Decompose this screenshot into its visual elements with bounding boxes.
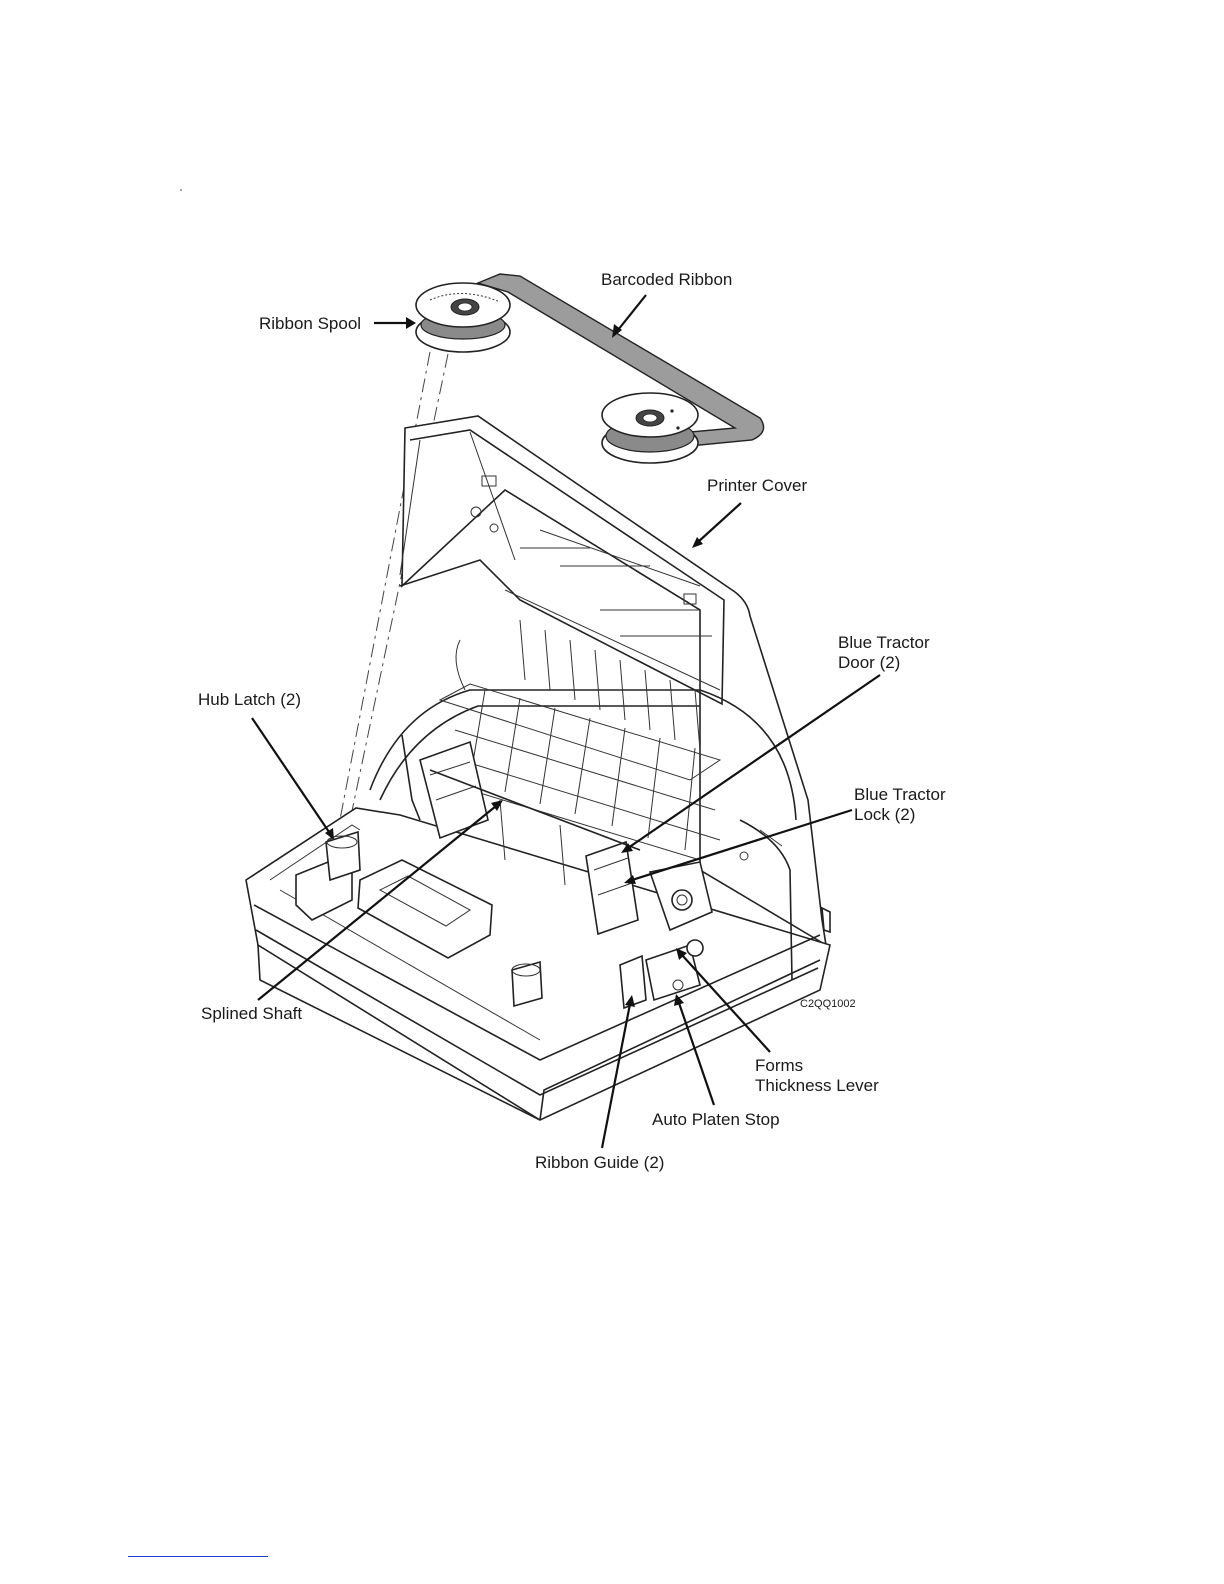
- label-splined-shaft: Splined Shaft: [201, 1004, 302, 1023]
- label-ribbon-spool: Ribbon Spool: [259, 314, 361, 333]
- upper-tractor-pins: [505, 590, 720, 750]
- label-forms-thickness-1: Forms: [755, 1056, 803, 1075]
- footer-link-rule: [128, 1556, 268, 1557]
- tractor-ribs: [440, 684, 720, 860]
- stray-dot: [180, 189, 182, 191]
- label-blue-tractor-door-2: Door (2): [838, 653, 900, 672]
- label-blue-tractor-lock-2: Lock (2): [854, 805, 915, 824]
- label-blue-tractor-lock-1: Blue Tractor: [854, 785, 946, 804]
- label-blue-tractor-door-1: Blue Tractor: [838, 633, 930, 652]
- label-barcoded-ribbon: Barcoded Ribbon: [601, 270, 732, 289]
- figure-code: C2QQ1002: [800, 998, 856, 1010]
- label-forms-thickness-2: Thickness Lever: [755, 1076, 879, 1095]
- right-ribbon-spool: [602, 393, 698, 463]
- label-ribbon-guide: Ribbon Guide (2): [535, 1153, 664, 1172]
- left-ribbon-spool: [416, 283, 510, 352]
- label-auto-platen-stop: Auto Platen Stop: [652, 1110, 780, 1129]
- label-printer-cover: Printer Cover: [707, 476, 807, 495]
- label-hub-latch: Hub Latch (2): [198, 690, 301, 709]
